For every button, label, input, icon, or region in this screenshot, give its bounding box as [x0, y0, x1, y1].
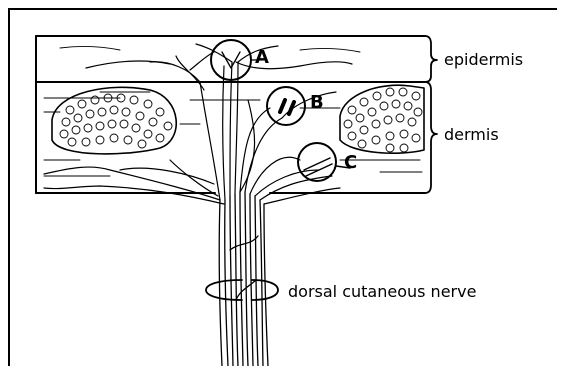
dorsal-cutaneous-nerve-label: dorsal cutaneous nerve: [288, 282, 476, 301]
nerve-trunk: [219, 192, 268, 366]
dermis-texture: [44, 46, 422, 176]
receptor-b: [267, 87, 305, 125]
left-fat-lobule: [52, 87, 176, 154]
dermis-label: dermis: [444, 125, 499, 144]
right-fat-lobule: [340, 85, 424, 153]
receptor-c: [298, 143, 350, 181]
receptor-a-label: A: [255, 47, 269, 68]
epidermis-label: epidermis: [444, 50, 523, 69]
receptor-c-label: C: [344, 152, 357, 173]
receptor-b-label: B: [310, 92, 324, 113]
epidermis-brace: [425, 36, 437, 82]
dermis-brace: [425, 82, 437, 193]
